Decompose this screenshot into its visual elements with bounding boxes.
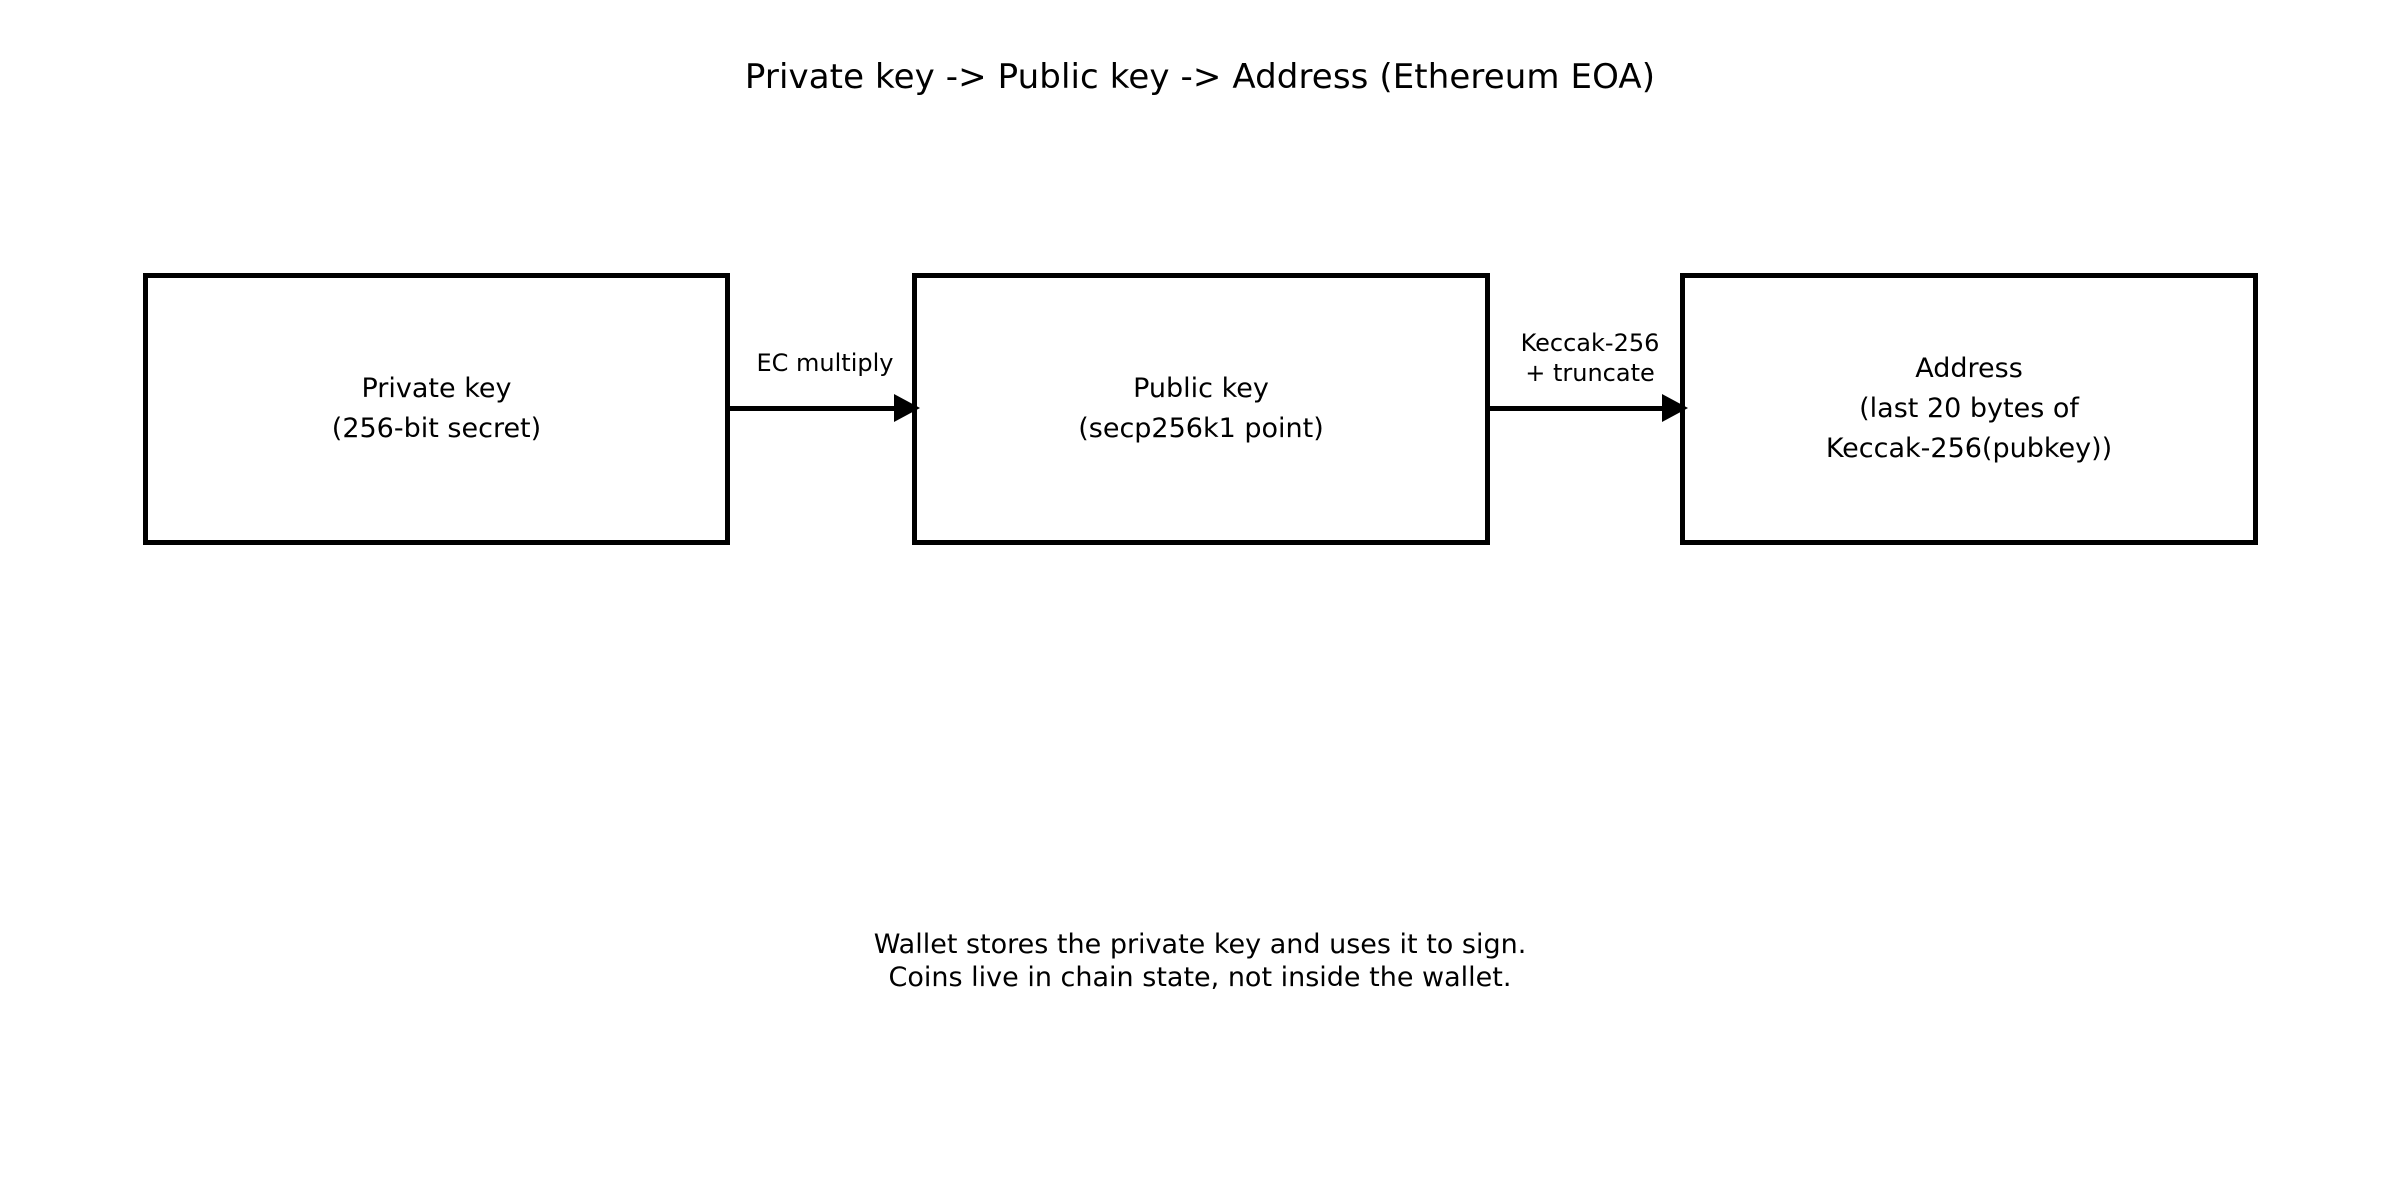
arrow-line-icon xyxy=(1490,406,1666,411)
arrow-label-keccak-truncate: Keccak-256 + truncate xyxy=(1520,329,1660,387)
diagram-title: Private key -> Public key -> Address (Et… xyxy=(744,57,1656,97)
arrow-line-icon xyxy=(730,406,898,411)
node-private-key-label: Private key (256-bit secret) xyxy=(331,373,542,444)
node-address-label: Address (last 20 bytes of Keccak-256(pub… xyxy=(1825,353,2113,464)
arrow-head-icon xyxy=(1662,394,1688,422)
footer-note: Wallet stores the private key and uses i… xyxy=(873,929,1527,993)
node-address: Address (last 20 bytes of Keccak-256(pub… xyxy=(1680,273,2258,545)
node-public-key: Public key (secp256k1 point) xyxy=(912,273,1490,545)
node-public-key-label: Public key (secp256k1 point) xyxy=(1078,373,1324,444)
arrow-public-key-to-address xyxy=(1490,388,1688,428)
arrow-head-icon xyxy=(894,394,920,422)
node-private-key: Private key (256-bit secret) xyxy=(143,273,730,545)
arrow-private-key-to-public-key xyxy=(730,388,920,428)
arrow-label-ec-multiply: EC multiply xyxy=(756,349,894,377)
